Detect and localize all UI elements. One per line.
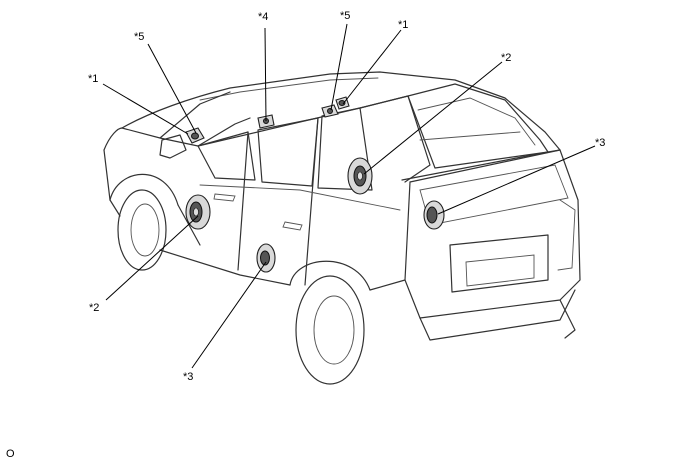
leader-c2-left [105,215,199,301]
roof-speaker-rear [321,104,339,118]
callout-3-bottom: *3 [183,371,193,383]
leader-c5-right [330,23,348,111]
callout-3-right: *3 [595,137,605,149]
leader-c2-right [363,61,503,175]
leader-c5-left [147,43,197,134]
callout-1-right: *1 [398,19,408,31]
illustration-code: O [6,448,15,460]
speaker-rear-door [256,243,276,273]
callout-2-right: *2 [501,52,511,64]
leader-c3-right [437,145,596,215]
leader-lines [102,23,596,369]
vehicle-body [103,71,581,385]
leader-c1-right [342,29,402,105]
callout-1-left: *1 [88,73,98,85]
speaker-rear-quarter [347,157,373,195]
speaker-back-door [423,200,445,230]
leader-c1-left [102,83,189,135]
callout-labels: *1 *5 *4 *5 *1 *2 *3 *2 *3 [88,10,605,383]
leader-c3-bottom [191,261,267,369]
callout-2-left: *2 [89,302,99,314]
callout-5-left: *5 [134,31,144,43]
callout-4: *4 [258,11,268,23]
leader-c4 [264,27,267,122]
callout-5-right: *5 [340,10,350,22]
speaker-front-door [185,194,211,230]
